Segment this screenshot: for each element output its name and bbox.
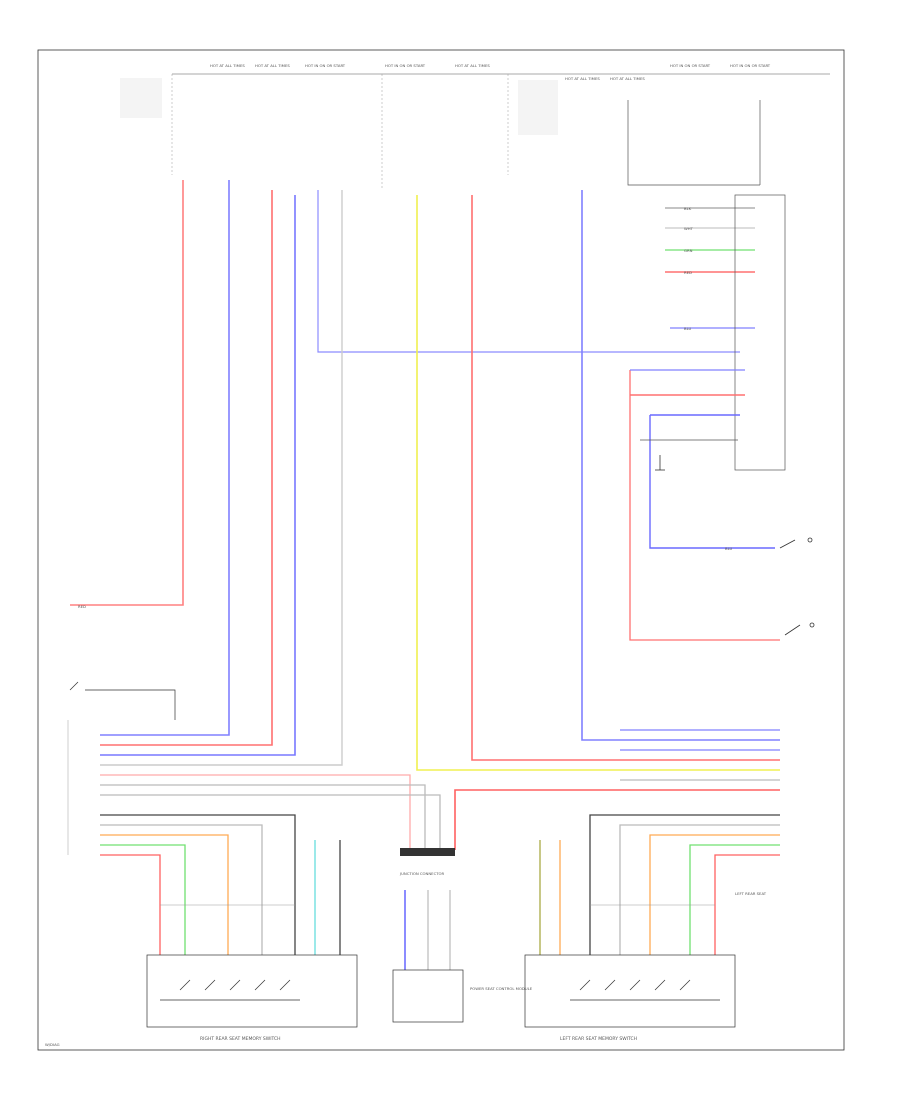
lower-right-bundle <box>454 729 780 850</box>
wire-red-mid <box>629 370 780 641</box>
right-switch-label: RIGHT REAR SEAT MEMORY SWITCH <box>200 1036 281 1042</box>
wire-red-472 <box>471 195 780 761</box>
wire-blue-582 <box>581 190 780 741</box>
wire-blue-548 <box>649 415 775 549</box>
wire-label: BLK <box>684 206 692 211</box>
fuse-label: HOT IN ON OR START <box>730 63 771 68</box>
left-seat-switch-wires <box>539 814 780 955</box>
wire-red-left <box>70 180 184 606</box>
fuse-label: HOT AT ALL TIMES <box>455 63 490 68</box>
diagram-frame <box>37 49 845 1051</box>
wire-blue-4 <box>317 190 740 353</box>
upper-left-labels <box>120 78 558 135</box>
wire-black-top <box>627 100 760 186</box>
left-switch-box <box>69 681 176 720</box>
lower-left-bundle <box>100 774 441 850</box>
fuse-label: HOT IN ON OR START <box>385 63 426 68</box>
fuse-label: HOT IN ON OR START <box>670 63 711 68</box>
fuse-label: HOT AT ALL TIMES <box>610 76 645 81</box>
left-switch-label: LEFT REAR SEAT MEMORY SWITCH <box>560 1036 637 1042</box>
left-rear-switch-box: LEFT REAR SEAT MEMORY SWITCH <box>524 954 736 1042</box>
right-rear-switch-box: RIGHT REAR SEAT MEMORY SWITCH <box>146 954 358 1042</box>
fuse-label: HOT AT ALL TIMES <box>565 76 600 81</box>
fuse-labels: HOT AT ALL TIMES HOT AT ALL TIMES HOT IN… <box>210 63 771 81</box>
header-dividers <box>171 74 509 190</box>
wire-red-2 <box>100 190 273 746</box>
switch-symbol <box>779 537 815 636</box>
wire-color-labels: BLK WHT GRN RED BLU RED BLU <box>78 206 733 609</box>
ground-symbol <box>655 455 665 471</box>
wire-label: WHT <box>684 226 694 231</box>
wire-yellow <box>416 195 780 771</box>
center-connector: JUNCTION CONNECTOR POWER SEAT CONTROL MO… <box>392 848 533 1023</box>
wire-blue-1 <box>100 180 230 736</box>
wire-label: GRN <box>684 248 693 253</box>
center-connector-label: JUNCTION CONNECTOR <box>399 871 445 876</box>
wire-label: RED <box>684 270 692 275</box>
wire-gray-5 <box>100 190 343 766</box>
right-module-box <box>734 194 786 471</box>
center-module-label: POWER SEAT CONTROL MODULE <box>470 986 533 991</box>
fuse-label: HOT AT ALL TIMES <box>255 63 290 68</box>
corner-label: W/DIAG <box>45 1042 60 1047</box>
wire-label: BLU <box>725 546 733 551</box>
fuse-label: HOT AT ALL TIMES <box>210 63 245 68</box>
wire-label: RED <box>78 604 86 609</box>
fuse-label: HOT IN ON OR START <box>305 63 346 68</box>
wire-blue-3 <box>100 195 296 756</box>
left-side-label: LEFT REAR SEAT <box>735 891 767 896</box>
right-seat-switch-wires <box>100 814 341 955</box>
wire-label: BLU <box>684 326 692 331</box>
